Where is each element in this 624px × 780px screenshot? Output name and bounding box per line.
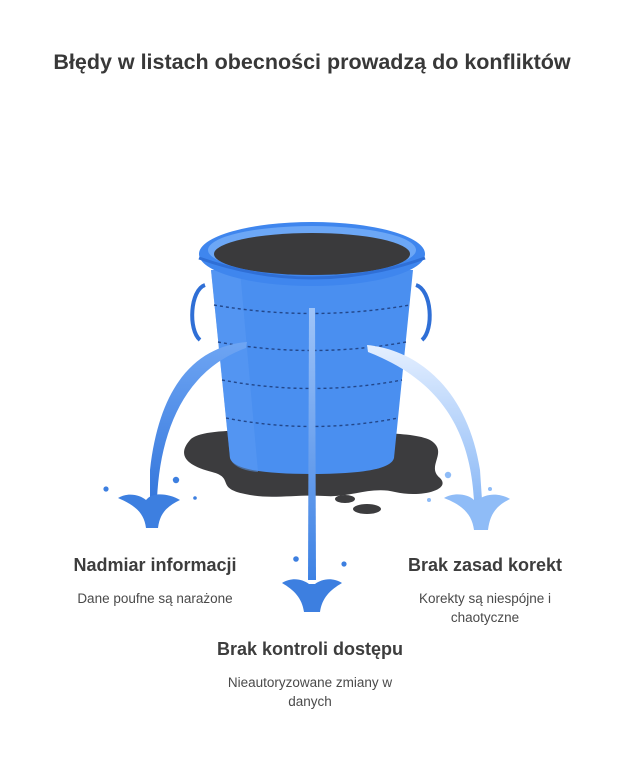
right-leak [367, 345, 510, 530]
leak-label-left: Nadmiar informacji Dane poufne są narażo… [60, 553, 250, 608]
leak-heading: Brak zasad korekt [407, 555, 563, 575]
leak-description: Korekty są niespójne i chaotyczne [418, 591, 552, 625]
leak-heading: Nadmiar informacji [73, 555, 237, 575]
bucket-handles [190, 283, 432, 342]
leak-heading: Brak kontroli dostępu [216, 639, 404, 659]
leak-label-right: Brak zasad korekt Korekty są niespójne i… [385, 553, 585, 627]
page-title: Błędy w listach obecności prowadzą do ko… [53, 50, 571, 74]
middle-leak [282, 308, 347, 612]
leak-label-middle: Brak kontroli dostępu Nieautoryzowane zm… [210, 637, 410, 711]
left-leak [103, 342, 247, 528]
leak-description: Nieautoryzowane zmiany w danych [227, 675, 393, 709]
leak-description: Dane poufne są narażone [77, 591, 233, 606]
